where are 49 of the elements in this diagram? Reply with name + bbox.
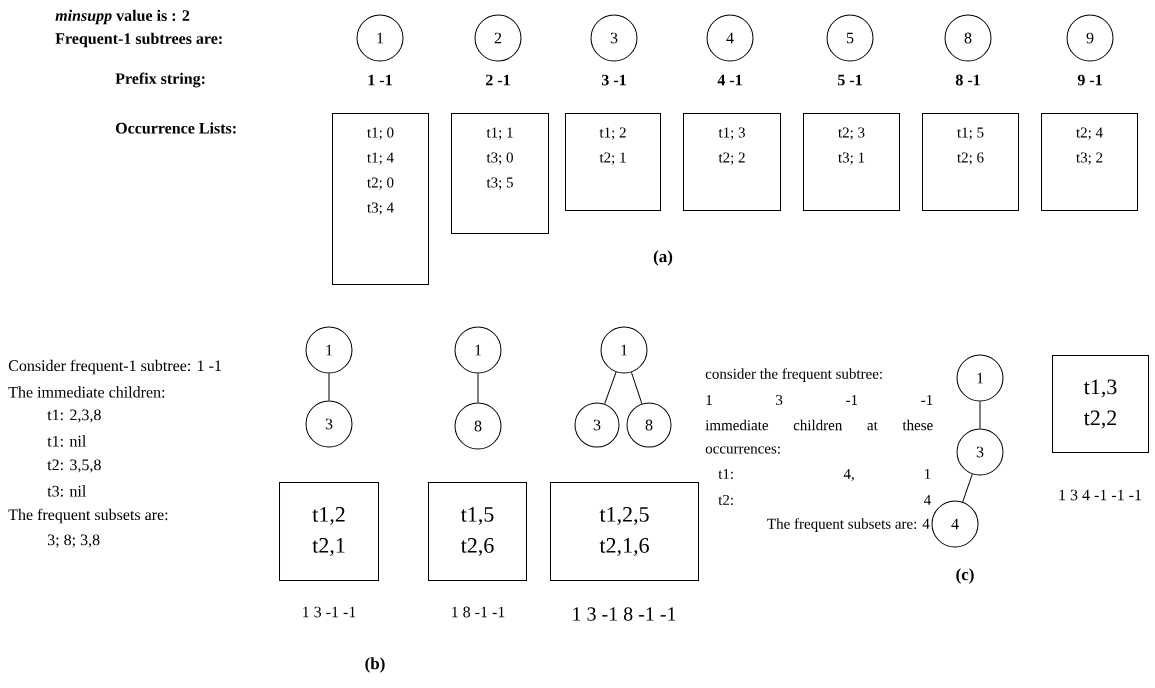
prefix-string: 1 8 -1 -1 <box>452 606 505 618</box>
occurrence-list-box: t1,2 t2,1 <box>279 482 379 581</box>
prefix-string: 4 -1 <box>717 74 742 86</box>
occurrence-list-box: t1; 2 t2; 1 <box>565 113 661 211</box>
note-text: consider the frequent subtree: <box>705 368 882 382</box>
note-text: t2: 3,5,8 <box>47 459 101 473</box>
prefix-string: 2 -1 <box>486 74 510 86</box>
tree-edge <box>630 371 643 405</box>
note-text: The frequent subsets are: <box>8 508 168 524</box>
prefix-string: 5 -1 <box>838 74 862 86</box>
occurrence-list-box: t1; 0 t1; 4 t2; 0 t3; 4 <box>332 113 429 285</box>
note-text: t1: 2,3,8 <box>47 409 101 423</box>
note-text: Consider frequent-1 subtree: 1 -1 <box>8 359 221 375</box>
note-text: t1: 4, 1 <box>718 468 931 482</box>
prefix-string: 1 3 -1 -1 <box>303 606 356 618</box>
row-label: Occurrence Lists: <box>116 122 236 134</box>
prefix-string: 9 -1 <box>1077 74 1102 86</box>
occurrence-list-box: t1; 3 t2; 2 <box>683 113 781 211</box>
note-text: t2: 4 <box>718 494 931 506</box>
row-label: Prefix string: <box>115 72 205 88</box>
prefix-string: 1 3 -1 8 -1 -1 <box>573 607 676 621</box>
occurrence-list-box: t1; 5 t2; 6 <box>922 113 1019 211</box>
occurrence-list-box: t2; 4 t3; 2 <box>1041 113 1138 211</box>
occurrence-list-box: t1,5 t2,6 <box>428 482 527 581</box>
panel-label: (c) <box>956 568 974 584</box>
panel-label: (a) <box>653 250 673 266</box>
panel-label: (b) <box>365 657 385 673</box>
tree-edge <box>979 401 981 429</box>
prefix-string: 1 -1 <box>368 74 392 86</box>
note-text: occurrences: <box>705 446 780 454</box>
tree-edge <box>604 371 617 405</box>
prefix-string: 1 3 4 -1 -1 -1 <box>1059 489 1142 501</box>
occurrence-list-box: t2; 3 t3; 1 <box>803 113 900 211</box>
note-text: 1 3 -1 -1 <box>706 394 933 406</box>
occurrence-list-box: t1,2,5 t2,1,6 <box>550 482 699 581</box>
tree-edge <box>328 373 330 401</box>
note-text: 3; 8; 3,8 <box>47 534 100 548</box>
heading-text: minsupp value is : 2 <box>55 9 190 25</box>
prefix-string: 3 -1 <box>601 74 626 86</box>
note-text: immediate children at these <box>705 419 933 431</box>
note-text: The immediate children: <box>8 386 165 398</box>
occurrence-list-box: t1; 1 t3; 0 t3; 5 <box>451 113 549 234</box>
note-text: t3: nil <box>47 485 86 497</box>
prefix-string: 8 -1 <box>955 74 980 86</box>
note-text: t1: nil <box>47 435 86 447</box>
tree-edge <box>477 373 479 403</box>
occurrence-list-box: t1,3 t2,2 <box>1052 355 1149 453</box>
tree-edge <box>962 473 973 503</box>
heading-text: Frequent-1 subtrees are: <box>55 32 222 48</box>
